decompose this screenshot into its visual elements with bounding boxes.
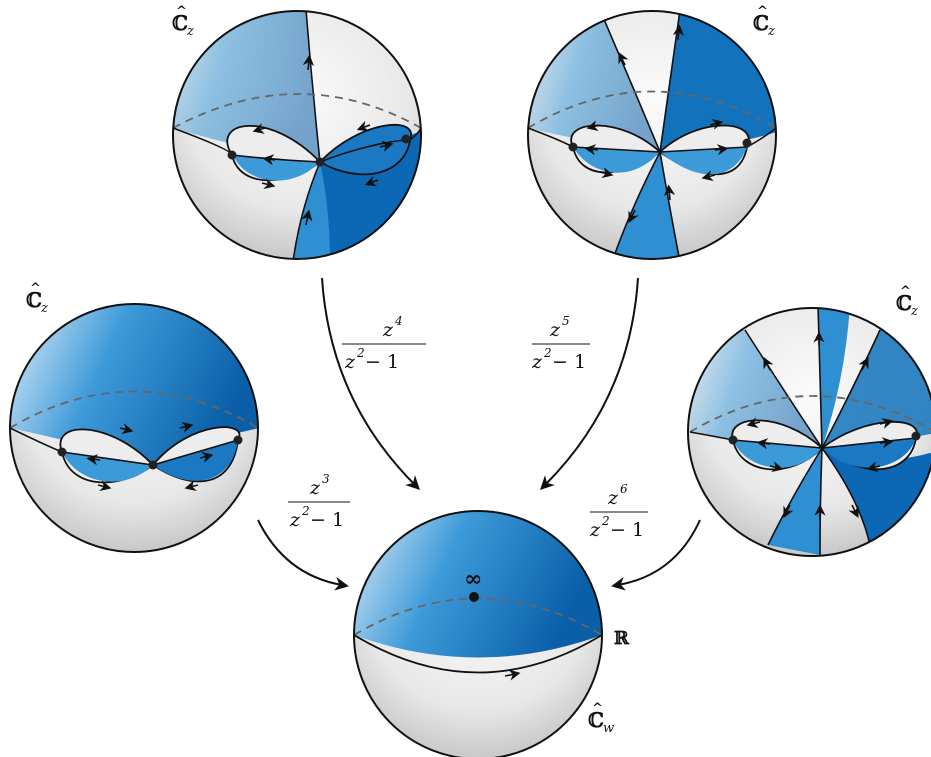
svg-text:z: z xyxy=(309,477,321,499)
svg-text:2: 2 xyxy=(601,514,610,528)
sphere-label-top-left: ℂ ^ z xyxy=(172,4,194,39)
sphere-label-mid-left: ℂ ^ z xyxy=(26,281,48,316)
arrow-z4-map xyxy=(321,277,420,490)
svg-text:ℂ: ℂ xyxy=(26,288,42,312)
arrow-z6-map xyxy=(611,519,701,591)
svg-text:z: z xyxy=(607,487,619,509)
sphere-label-bottom: ℂ ^ w xyxy=(588,701,614,736)
map-label-z5: z 5 z 2 − 1 xyxy=(531,314,590,373)
svg-text:^: ^ xyxy=(757,4,768,19)
infinity-point xyxy=(469,592,479,602)
svg-text:z: z xyxy=(549,319,561,341)
svg-text:z: z xyxy=(589,519,601,541)
svg-text:^: ^ xyxy=(30,281,41,296)
svg-text:^: ^ xyxy=(592,701,603,716)
svg-text:z: z xyxy=(289,509,301,531)
svg-text:z: z xyxy=(382,319,394,341)
svg-text:6: 6 xyxy=(620,482,628,496)
svg-text:z: z xyxy=(40,301,48,316)
svg-text:− 1: − 1 xyxy=(310,509,344,531)
arrow-z5-map xyxy=(540,277,639,490)
sphere-mid-right xyxy=(687,307,931,557)
svg-text:z: z xyxy=(910,304,918,319)
svg-text:− 1: − 1 xyxy=(365,351,399,373)
svg-text:ℂ: ℂ xyxy=(896,291,912,315)
svg-text:2: 2 xyxy=(543,346,552,360)
svg-text:− 1: − 1 xyxy=(552,351,586,373)
svg-text:2: 2 xyxy=(356,346,365,360)
svg-text:^: ^ xyxy=(176,4,187,19)
infinity-label: ∞ xyxy=(464,566,482,592)
sphere-top-left xyxy=(172,10,422,260)
real-line-label: ℝ xyxy=(614,628,630,649)
map-label-z3: z 3 z 2 − 1 xyxy=(288,472,350,531)
arrow-z3-map xyxy=(257,519,349,591)
svg-text:z: z xyxy=(186,24,194,39)
svg-text:− 1: − 1 xyxy=(610,519,644,541)
sphere-top-right xyxy=(527,10,777,260)
svg-text:z: z xyxy=(767,24,775,39)
svg-text:z: z xyxy=(531,351,543,373)
svg-text:3: 3 xyxy=(322,472,330,486)
svg-text:ℂ: ℂ xyxy=(753,11,769,35)
sphere-bottom-target: ∞ ℝ xyxy=(353,510,630,757)
svg-text:ℂ: ℂ xyxy=(172,11,188,35)
svg-text:2: 2 xyxy=(301,504,310,518)
sphere-mid-left xyxy=(9,303,259,553)
sphere-label-mid-right: ℂ ^ z xyxy=(896,284,918,319)
svg-text:ℂ: ℂ xyxy=(588,708,604,732)
map-label-z4: z 4 z 2 − 1 xyxy=(342,314,426,373)
svg-text:w: w xyxy=(603,721,614,736)
svg-text:z: z xyxy=(344,351,356,373)
svg-text:^: ^ xyxy=(900,284,911,299)
map-label-z6: z 6 z 2 − 1 xyxy=(589,482,648,541)
sphere-label-top-right: ℂ ^ z xyxy=(753,4,775,39)
svg-text:5: 5 xyxy=(562,314,570,328)
svg-text:4: 4 xyxy=(394,314,403,328)
